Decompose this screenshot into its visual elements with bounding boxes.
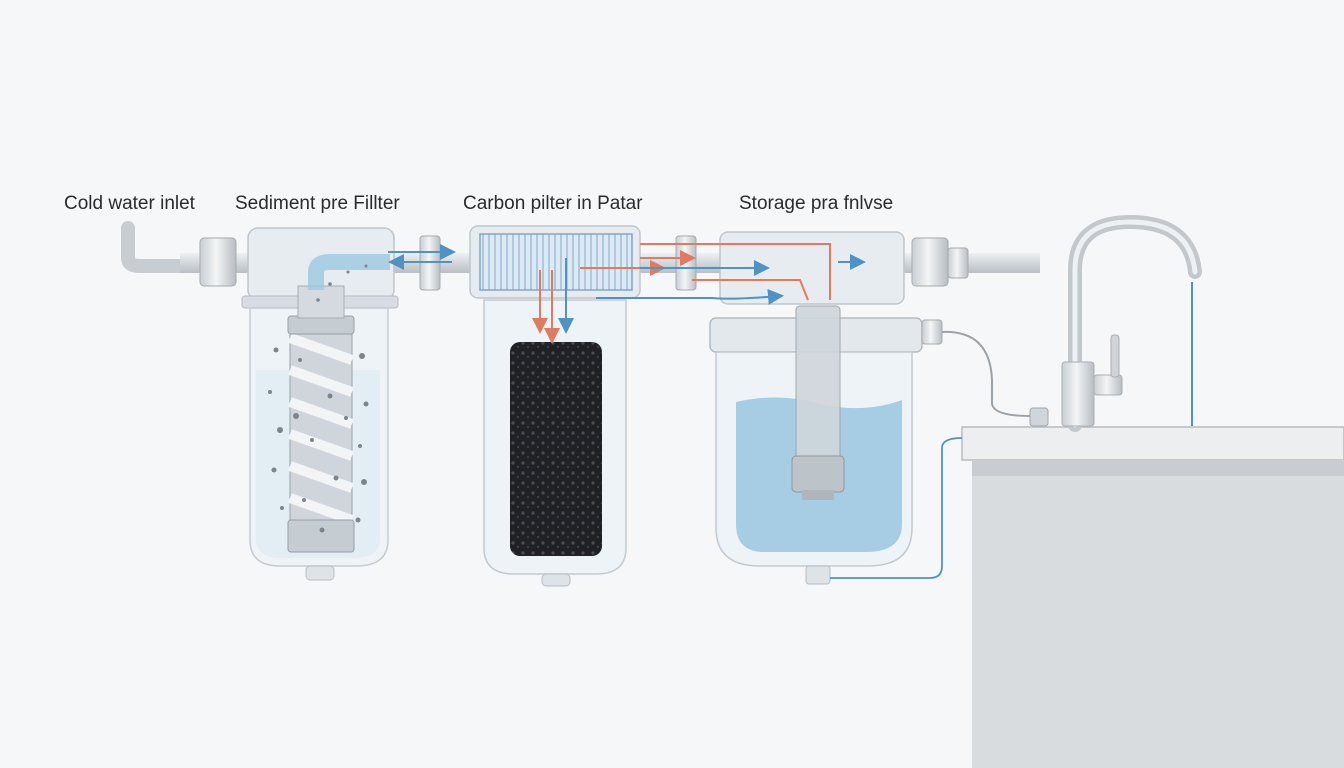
- sink-cabinet: [961, 426, 1344, 768]
- carbon-filter-housing: [469, 225, 641, 587]
- sediment-filter-housing: [241, 227, 399, 581]
- flow-arrows: [388, 243, 866, 344]
- label-cold-water-inlet: Cold water inlet: [64, 193, 195, 214]
- hoses: [830, 330, 1049, 579]
- label-storage: Storage pra fnlvse: [739, 193, 894, 214]
- faucet: [1061, 214, 1202, 432]
- label-sediment-prefilter: Sediment pre Fillter: [235, 193, 400, 214]
- storage-tank: [709, 231, 943, 585]
- label-carbon-filter: Carbon pilter in Patar: [463, 193, 643, 214]
- sediment-particles: [268, 264, 369, 533]
